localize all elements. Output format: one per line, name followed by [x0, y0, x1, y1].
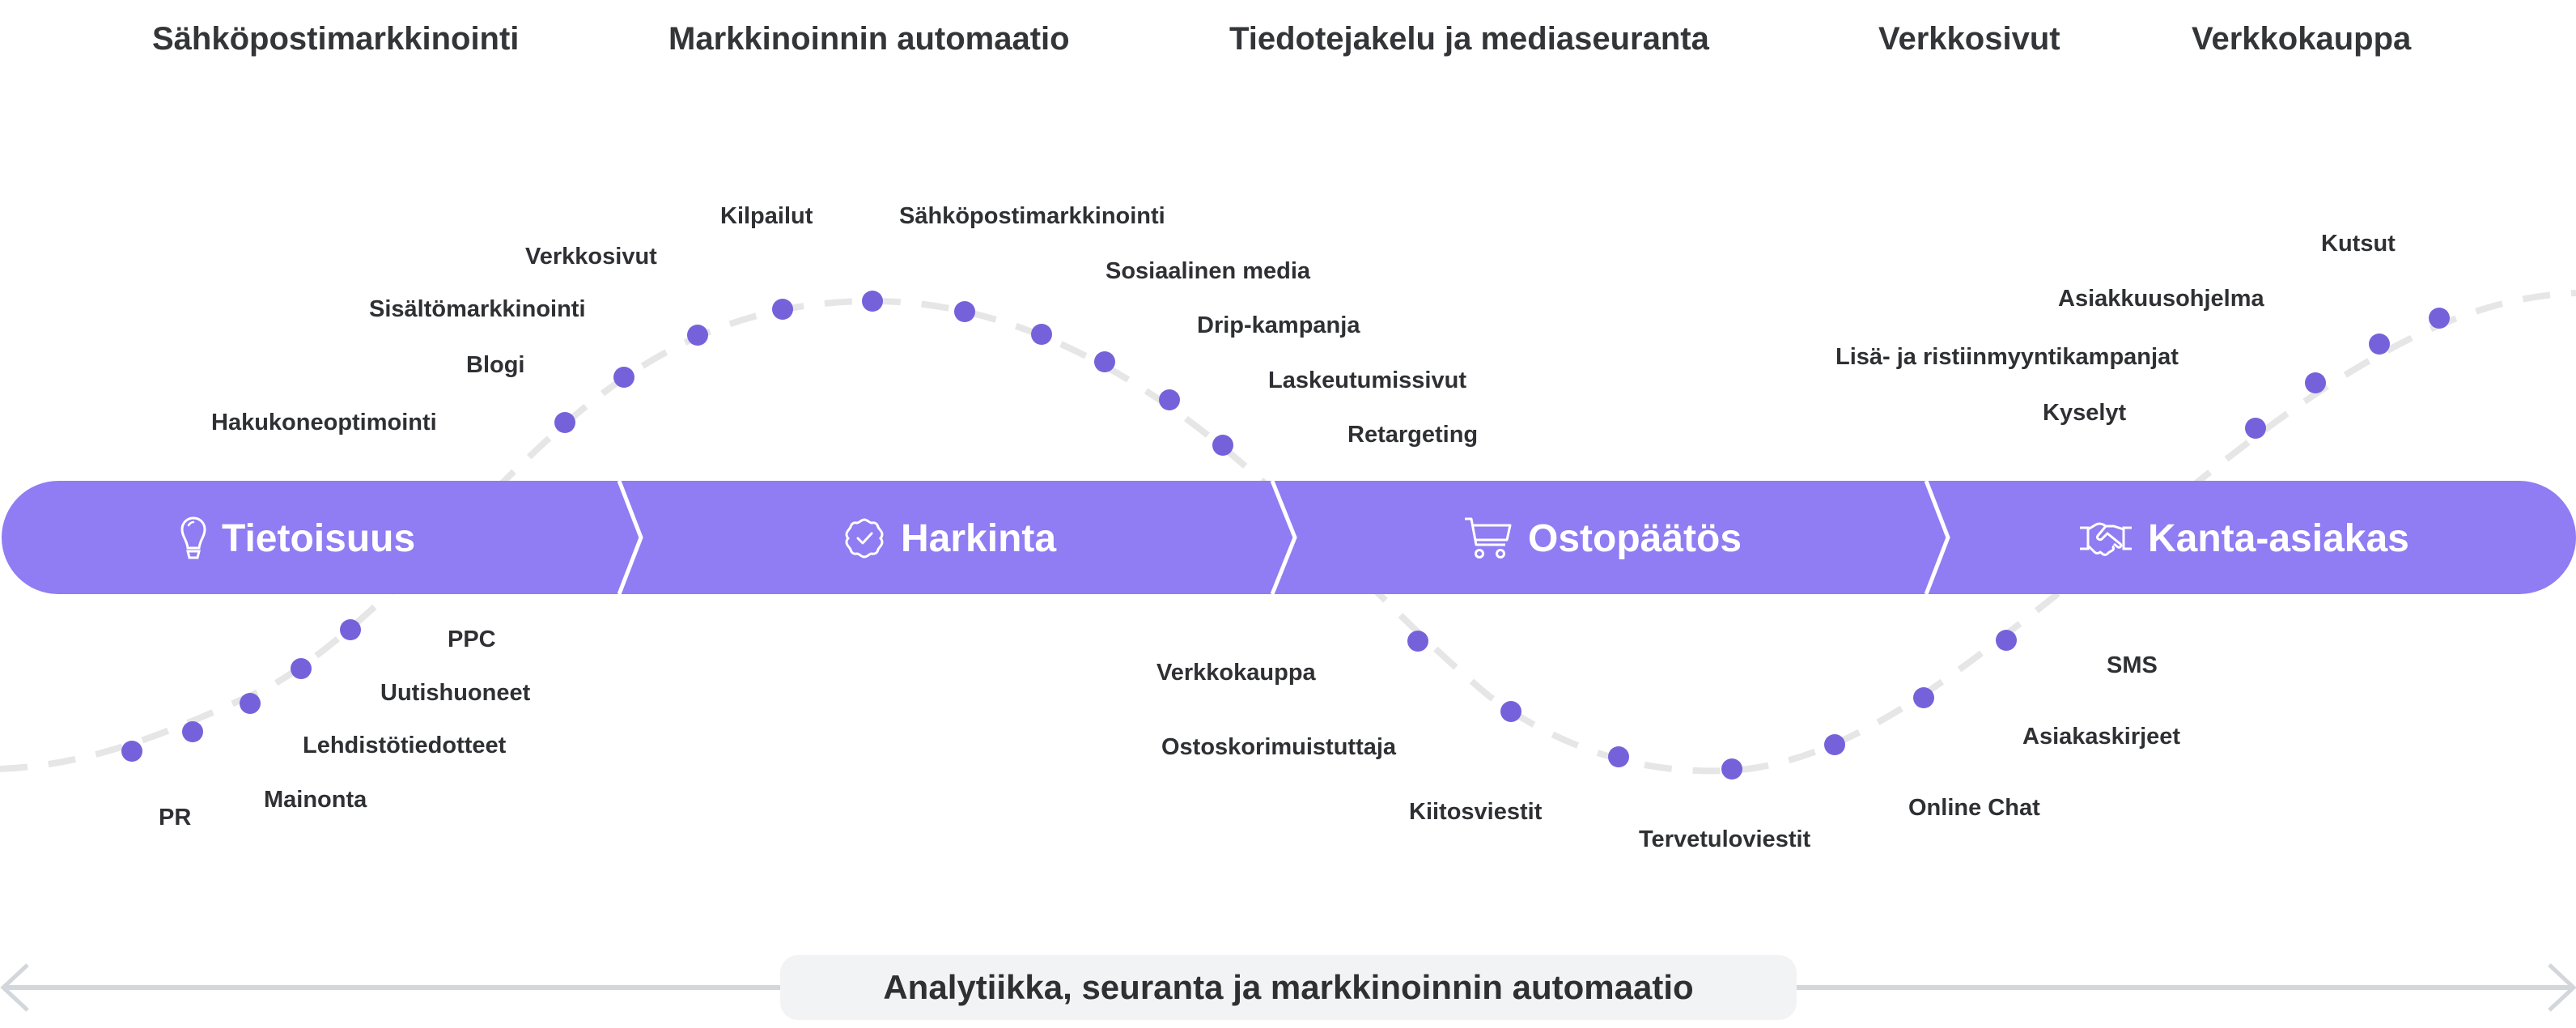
- dot-sahkopostimarkkinointi: [954, 301, 975, 322]
- dot-lehdistotiedotteet: [240, 693, 261, 714]
- touchpoint-verkkosivut: Verkkosivut: [525, 244, 657, 270]
- dot-ppc: [340, 619, 361, 640]
- verified-badge-icon: [845, 518, 884, 559]
- shopping-cart-icon: [1465, 517, 1512, 559]
- dot-pr: [121, 741, 142, 762]
- dot-hakukoneoptimointi: [554, 412, 575, 433]
- touchpoint-sahkopostimarkkinointi: Sähköpostimarkkinointi: [899, 203, 1165, 229]
- stage-separator-3: [1924, 480, 1950, 595]
- touchpoint-drip-kampanja: Drip-kampanja: [1197, 312, 1360, 338]
- dot-kilpailut: [862, 291, 883, 312]
- top-channel-website: Verkkosivut: [1878, 21, 2060, 57]
- touchpoint-sisaltomarkkinointi: Sisältömarkkinointi: [369, 296, 586, 322]
- touchpoint-lehdistotiedotteet: Lehdistötiedotteet: [303, 733, 507, 758]
- touchpoint-uutishuoneet: Uutishuoneet: [380, 680, 531, 706]
- arrow-head-right-icon: [2548, 963, 2576, 1012]
- touchpoint-asiakaskirjeet: Asiakaskirjeet: [2022, 724, 2181, 750]
- stage-tietoisuus: Tietoisuus: [180, 510, 415, 567]
- touchpoint-pr: PR: [159, 805, 192, 830]
- dot-sms: [1996, 630, 2017, 651]
- touchpoint-lisamyynti: Lisä- ja ristiinmyyntikampanjat: [1835, 344, 2179, 370]
- touchpoint-kutsut: Kutsut: [2321, 231, 2396, 257]
- dot-sisaltomarkkinointi: [687, 325, 708, 346]
- handshake-icon: [2080, 522, 2132, 556]
- touchpoint-verkkokauppa: Verkkokauppa: [1156, 660, 1316, 686]
- dot-asiakkuusohjelma: [2369, 333, 2390, 355]
- dot-asiakaskirjeet: [1913, 687, 1934, 708]
- analytics-footer-label: Analytiikka, seuranta ja markkinoinnin a…: [883, 968, 1694, 1006]
- touchpoint-asiakkuusohjelma: Asiakkuusohjelma: [2058, 286, 2264, 312]
- top-channel-webshop: Verkkokauppa: [2192, 21, 2412, 57]
- lightbulb-icon: [180, 516, 206, 559]
- touchpoint-sosiaalinen-media: Sosiaalinen media: [1106, 258, 1311, 284]
- touchpoint-laskeutumissivut: Laskeutumissivut: [1268, 367, 1466, 393]
- top-channel-press: Tiedotejakelu ja mediaseuranta: [1229, 21, 1709, 57]
- touchpoint-kiitosviestit: Kiitosviestit: [1409, 799, 1543, 825]
- dot-kutsut: [2429, 308, 2450, 329]
- dot-online-chat: [1824, 734, 1845, 755]
- top-channel-automation: Markkinoinnin automaatio: [668, 21, 1070, 57]
- touchpoint-online-chat: Online Chat: [1908, 795, 2040, 821]
- stage-ostopaatos: Ostopäätös: [1463, 510, 1742, 567]
- touchpoint-dots: [121, 291, 2450, 779]
- touchpoint-mainonta: Mainonta: [264, 787, 367, 813]
- arrow-head-left-icon: [0, 963, 29, 1012]
- dot-lisamyynti: [2305, 372, 2326, 393]
- stage-label-text: Kanta-asiakas: [2148, 516, 2409, 560]
- touchpoint-blogi: Blogi: [466, 352, 525, 378]
- dot-laskeutumissivut: [1159, 389, 1180, 410]
- analytics-footer: Analytiikka, seuranta ja markkinoinnin a…: [780, 955, 1797, 1020]
- dot-kyselyt: [2245, 418, 2266, 439]
- dot-ostoskorimuistuttaja: [1500, 701, 1521, 722]
- dot-verkkosivut: [772, 299, 793, 320]
- dot-kiitosviestit: [1608, 746, 1629, 767]
- top-channel-email: Sähköpostimarkkinointi: [152, 21, 520, 57]
- stage-harkinta: Harkinta: [842, 510, 1056, 567]
- stage-band: [2, 481, 2576, 594]
- touchpoint-ostoskorimuistuttaja: Ostoskorimuistuttaja: [1161, 734, 1397, 760]
- stage-label-text: Tietoisuus: [222, 516, 416, 560]
- touchpoint-retargeting: Retargeting: [1347, 422, 1479, 448]
- touchpoint-ppc: PPC: [448, 627, 496, 652]
- touchpoint-tervetuloviestit: Tervetuloviestit: [1639, 826, 1811, 852]
- touchpoint-sms: SMS: [2107, 652, 2158, 678]
- dot-verkkokauppa: [1407, 631, 1428, 652]
- stage-label-text: Harkinta: [901, 516, 1057, 560]
- dot-retargeting: [1212, 435, 1233, 456]
- stage-separator-2: [1270, 480, 1297, 595]
- touchpoint-kyselyt: Kyselyt: [2043, 400, 2127, 426]
- dot-mainonta: [182, 721, 203, 742]
- stage-label-text: Ostopäätös: [1528, 516, 1742, 560]
- dot-uutishuoneet: [291, 658, 312, 679]
- touchpoint-kilpailut: Kilpailut: [720, 203, 813, 229]
- dot-sosiaalinen-media: [1031, 324, 1052, 345]
- stage-separator-1: [617, 480, 643, 595]
- touchpoint-hakukoneoptimointi: Hakukoneoptimointi: [211, 410, 437, 435]
- dot-tervetuloviestit: [1721, 758, 1742, 779]
- dot-drip-kampanja: [1094, 351, 1115, 372]
- stage-kanta-asiakas: Kanta-asiakas: [2078, 510, 2409, 567]
- dot-blogi: [613, 367, 634, 388]
